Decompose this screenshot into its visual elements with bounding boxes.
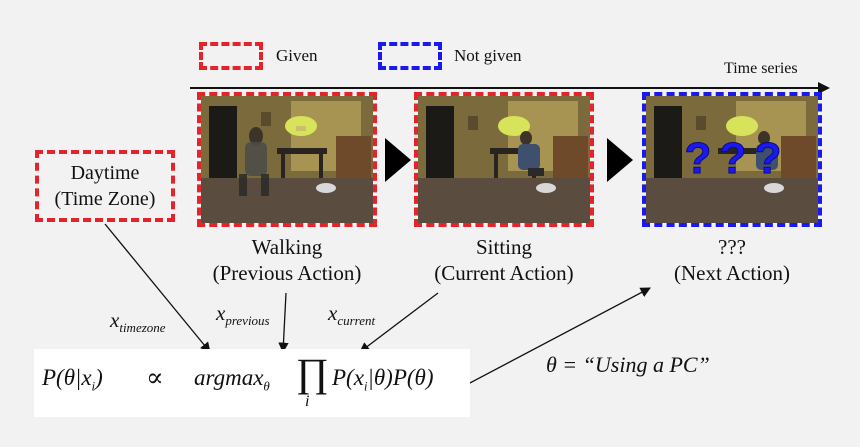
timezone-arrow bbox=[104, 223, 211, 353]
walking-frame bbox=[197, 92, 377, 227]
daytime-label: Daytime bbox=[70, 162, 140, 184]
sitting-caption: Sitting (Current Action) bbox=[417, 234, 591, 286]
given-legend-swatch bbox=[199, 42, 263, 70]
proportional-symbol: ∝ bbox=[146, 363, 164, 392]
daytime-box: Daytime (Time Zone) bbox=[35, 150, 175, 222]
current-action-label: (Current Action) bbox=[434, 261, 574, 285]
sitting-scene-image bbox=[418, 96, 590, 223]
result-arrow bbox=[467, 287, 651, 385]
x-timezone-label: xtimezone bbox=[110, 308, 166, 336]
next-action-label: (Next Action) bbox=[673, 261, 791, 285]
sitting-label: Sitting bbox=[475, 235, 533, 259]
walking-label: Walking bbox=[251, 235, 323, 259]
timezone-label: (Time Zone) bbox=[54, 188, 156, 210]
product-subscript: i bbox=[305, 393, 310, 410]
question-marks-overlay: ? ? ? bbox=[684, 134, 782, 184]
next-scene-image bbox=[646, 96, 818, 223]
given-legend-label: Given bbox=[276, 46, 318, 65]
transition-arrow-1 bbox=[385, 138, 411, 182]
current-arrow bbox=[359, 292, 439, 353]
formula-lhs: P(θ|xi) bbox=[42, 365, 103, 394]
unknown-label: ??? bbox=[718, 235, 746, 259]
next-action-frame: ? ? ? bbox=[642, 92, 822, 227]
formula-box: P(θ|xi) ∝ argmaxθ ∏ i P(xi|θ)P(θ) bbox=[34, 349, 470, 417]
argmax-term: argmaxθ bbox=[194, 365, 270, 394]
theta-result-label: θ = “Using a PC” bbox=[546, 352, 710, 377]
sitting-frame bbox=[414, 92, 594, 227]
not-given-legend-label: Not given bbox=[454, 46, 522, 65]
formula-rhs: P(xi|θ)P(θ) bbox=[332, 365, 434, 394]
walking-caption: Walking (Previous Action) bbox=[200, 234, 374, 286]
previous-arrow bbox=[278, 292, 289, 354]
walking-scene-image bbox=[201, 96, 373, 223]
transition-arrow-2 bbox=[607, 138, 633, 182]
time-series-arrow bbox=[190, 82, 830, 94]
x-previous-label: xprevious bbox=[216, 301, 270, 329]
time-series-label: Time series bbox=[724, 60, 798, 77]
previous-action-label: (Previous Action) bbox=[212, 261, 362, 285]
x-current-label: xcurrent bbox=[328, 301, 376, 329]
next-caption: ??? (Next Action) bbox=[645, 234, 819, 286]
product-symbol: ∏ bbox=[296, 350, 329, 395]
not-given-legend-swatch bbox=[378, 42, 442, 70]
